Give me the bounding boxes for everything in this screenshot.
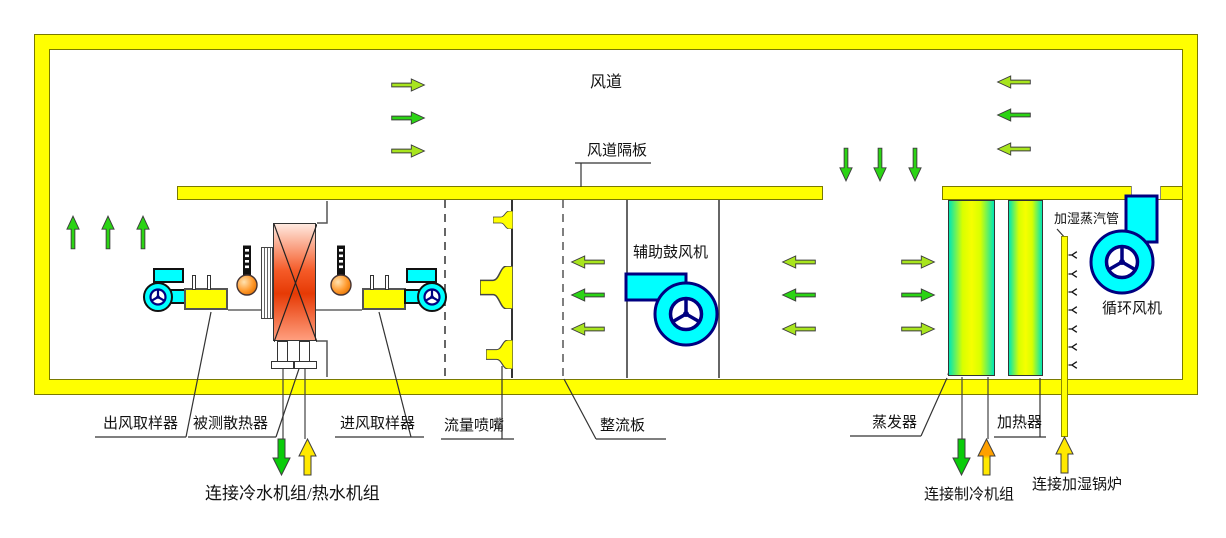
airflow-arrow-down [908,147,922,183]
airflow-arrow-right [391,111,426,125]
radiator-cross-lines [274,224,317,342]
airflow-arrow-left [570,322,605,336]
tested-radiator-body [273,223,317,342]
airflow-arrow-left [781,288,816,302]
refrigerant-up-arrow [977,438,996,476]
label-inlet-air-sampler: 进风取样器 [340,416,416,432]
airflow-arrow-left [996,108,1031,122]
evaporator-coil [948,200,995,376]
airflow-arrow-left [570,255,605,269]
radiator-foot [294,361,317,369]
steam-up-arrow [1055,436,1074,474]
airflow-arrow-up [66,214,80,250]
airflow-arrow-left [996,75,1031,89]
label-refrigeration-connection: 连接制冷机组 [924,487,1015,503]
steam-nozzle-icon [1068,269,1079,279]
duct-partition-right [942,186,1183,200]
label-chiller-heater-connection: 连接冷水机组/热水机组 [205,484,380,503]
airflow-arrow-left [781,322,816,336]
airflow-arrow-right [391,78,426,92]
circulation-fan-icon [1088,194,1160,298]
label-flow-nozzle: 流量喷嘴 [444,418,505,434]
inlet-blower-icon [404,267,448,315]
auxiliary-blower-icon [624,268,722,348]
label-humidifier-steam-pipe: 加湿蒸汽管 [1054,211,1120,226]
airflow-arrow-left [996,142,1031,156]
airflow-arrow-down [839,147,853,183]
inlet-air-sampler-box [362,288,406,310]
label-tested-radiator: 被测散热器 [193,416,269,432]
label-heater: 加热器 [997,415,1043,431]
label-auxiliary-blower: 辅助鼓风机 [633,245,709,261]
steam-nozzle-icon [1068,324,1079,334]
radiator-fins [261,247,273,319]
sampler-probe-pin [207,275,211,290]
humidifier-steam-pipe-body [1061,236,1068,437]
airflow-arrow-right [901,288,936,302]
airflow-arrow-right [901,255,936,269]
label-duct-partition: 风道隔板 [587,143,648,159]
outlet-air-sampler-box [184,288,228,310]
label-duct: 风道 [590,74,623,91]
label-straightening-plate: 整流板 [600,418,646,434]
thermometer-icon [330,245,352,297]
label-humidifier-boiler-connection: 连接加湿锅炉 [1032,477,1123,493]
flow-nozzle-icon [486,340,513,369]
steam-nozzle-icon [1068,287,1079,297]
airflow-arrow-up [101,214,115,250]
airflow-arrow-right [391,144,426,158]
steam-nozzle-icon [1068,250,1079,260]
radiator-foot [271,361,294,369]
label-outlet-air-sampler: 出风取样器 [103,416,179,432]
label-evaporator: 蒸发器 [872,415,918,431]
hot-water-up-arrow [298,438,317,476]
outlet-blower-icon [142,267,186,315]
label-circulation-fan: 循环风机 [1102,301,1163,317]
steam-nozzle-icon [1068,342,1079,352]
refrigerant-down-arrow [952,438,971,476]
sampler-probe-pin [370,275,374,290]
sampler-probe-pin [192,275,196,290]
flow-nozzle-icon [493,211,513,229]
airflow-arrow-down [873,147,887,183]
steam-nozzle-icon [1068,305,1079,315]
radiator-leg [299,341,310,362]
flow-nozzle-icon [480,266,513,309]
airflow-arrow-right [901,322,936,336]
heater-coil [1008,200,1043,376]
chilled-water-down-arrow [272,438,291,476]
sampler-probe-pin [385,275,389,290]
duct-partition-main [177,186,823,200]
radiator-leg [277,341,288,362]
airflow-arrow-left [781,255,816,269]
airflow-arrow-left [570,288,605,302]
thermometer-icon [236,245,258,297]
steam-nozzle-icon [1068,360,1079,370]
airflow-arrow-up [136,214,150,250]
